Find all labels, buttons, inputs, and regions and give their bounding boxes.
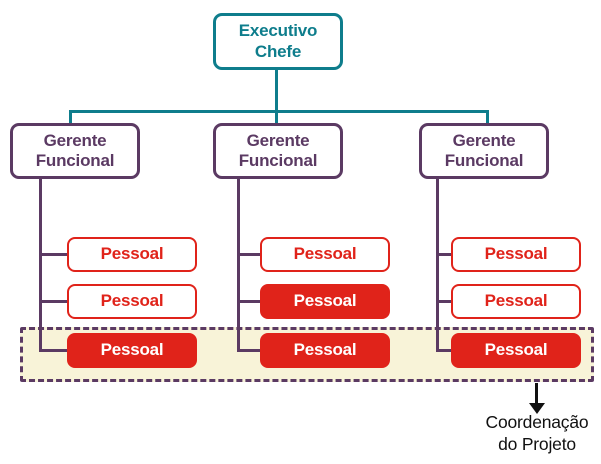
staff-box-col2-row3: Pessoal: [260, 333, 390, 368]
connector-executive-drop: [275, 70, 278, 124]
staff-box-col1-row1: Pessoal: [67, 237, 197, 272]
connector-col3-stub3: [436, 349, 453, 352]
staff-box-col3-row1: Pessoal: [451, 237, 581, 272]
functional-manager-box-3: Gerente Funcional: [419, 123, 549, 179]
staff-box-col2-row1: Pessoal: [260, 237, 390, 272]
connector-col1-vertical: [39, 179, 42, 351]
staff-box-col3-row2: Pessoal: [451, 284, 581, 319]
connector-manager3-drop: [486, 110, 489, 124]
functional-manager-box-2: Gerente Funcional: [213, 123, 343, 179]
staff-box-col2-row2: Pessoal: [260, 284, 390, 319]
connector-col2-stub2: [237, 300, 262, 303]
connector-managers-horizontal: [69, 110, 489, 113]
staff-box-col1-row3: Pessoal: [67, 333, 197, 368]
connector-col3-vertical: [436, 179, 439, 351]
executive-chief-box: Executivo Chefe: [213, 13, 343, 70]
connector-col3-stub1: [436, 253, 453, 256]
down-arrow-icon: [535, 383, 538, 404]
connector-col2-vertical: [237, 179, 240, 351]
connector-col2-stub1: [237, 253, 262, 256]
connector-col2-stub3: [237, 349, 262, 352]
functional-manager-box-1: Gerente Funcional: [10, 123, 140, 179]
connector-col3-stub2: [436, 300, 453, 303]
staff-box-col1-row2: Pessoal: [67, 284, 197, 319]
connector-manager1-drop: [69, 110, 72, 124]
connector-col1-stub3: [39, 349, 69, 352]
down-arrow-head-icon: [529, 403, 545, 414]
connector-col1-stub2: [39, 300, 69, 303]
project-coordination-label: Coordenação do Projeto: [485, 412, 589, 454]
connector-col1-stub1: [39, 253, 69, 256]
staff-box-col3-row3: Pessoal: [451, 333, 581, 368]
